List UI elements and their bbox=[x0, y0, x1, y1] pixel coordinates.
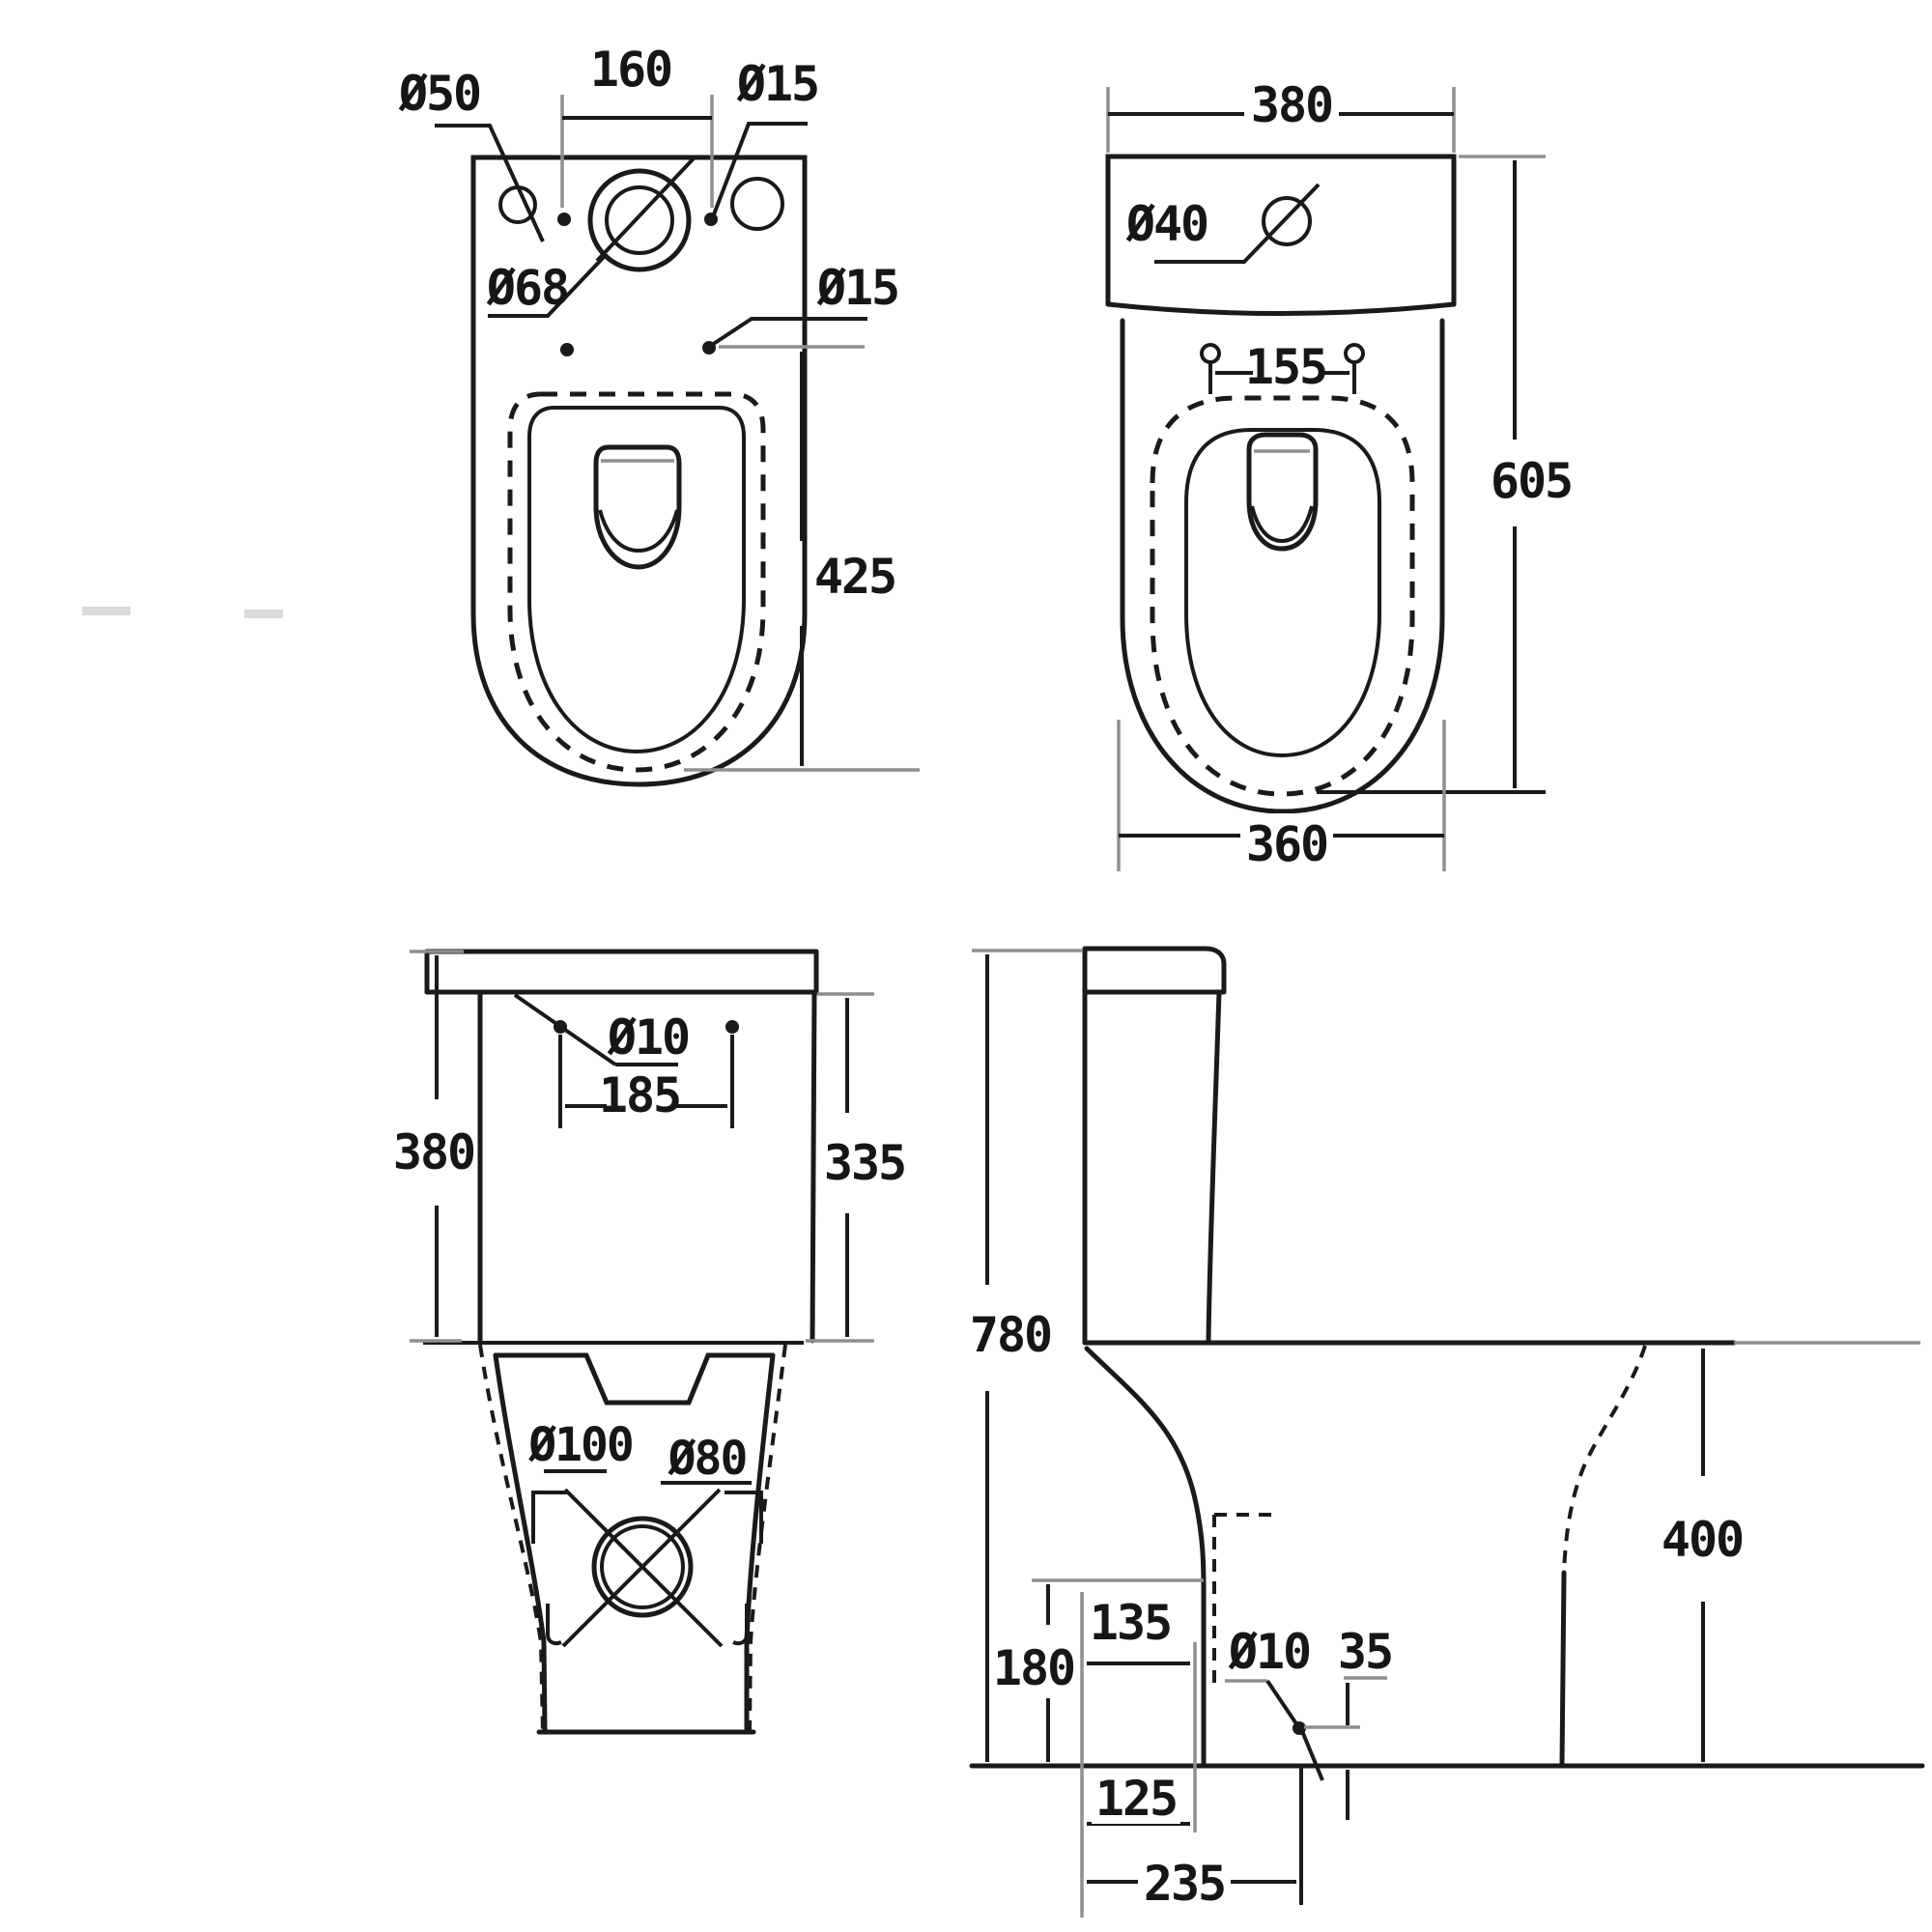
leader-d40 bbox=[1154, 183, 1321, 264]
hinge-post-left bbox=[1200, 343, 1221, 364]
bowl-front-profile-dashed bbox=[1562, 1345, 1647, 1574]
side-view: 780 400 135 180 Ø10 35 125 235 bbox=[969, 946, 1925, 1918]
hinge-hole-left bbox=[560, 343, 574, 356]
tank-front bbox=[1206, 989, 1222, 1346]
hinge-post-right bbox=[1344, 343, 1365, 364]
dim-label-380h: 380 bbox=[393, 1124, 474, 1180]
pedestal-dashed-right bbox=[748, 1344, 787, 1733]
fixing-hole-left bbox=[554, 1020, 567, 1034]
dim-label-155: 155 bbox=[1245, 339, 1326, 395]
dim-label-380: 380 bbox=[1251, 77, 1332, 133]
leader-d50 bbox=[435, 124, 545, 242]
dim-label-d50: Ø50 bbox=[398, 66, 480, 122]
front-view: 380 Ø40 155 605 360 bbox=[1105, 77, 1574, 872]
pedestal-left bbox=[493, 1352, 548, 1732]
dim-label-425: 425 bbox=[814, 549, 895, 605]
water-area-outline bbox=[593, 444, 682, 570]
leader-d15-top bbox=[712, 122, 808, 215]
cistern-bottom-curve bbox=[1105, 301, 1457, 316]
water-area-outline bbox=[1246, 432, 1319, 552]
dim-label-d100: Ø100 bbox=[527, 1418, 633, 1472]
seat-outline-dashed bbox=[1150, 395, 1415, 797]
dim-label-400: 400 bbox=[1662, 1512, 1743, 1568]
seat-inner-rim bbox=[527, 406, 746, 754]
dim-label-d15-side: Ø15 bbox=[816, 260, 898, 316]
water-area-inner-arc bbox=[1250, 505, 1314, 544]
leader-d15-side bbox=[710, 317, 867, 347]
dim-label-185: 185 bbox=[599, 1067, 680, 1123]
dim-label-780: 780 bbox=[970, 1307, 1051, 1363]
hole-40 bbox=[1262, 196, 1312, 246]
dim-label-180: 180 bbox=[993, 1640, 1074, 1696]
dim-label-d80: Ø80 bbox=[668, 1432, 747, 1486]
pedestal-top-notch bbox=[493, 1352, 776, 1406]
dim-label-125: 125 bbox=[1095, 1771, 1177, 1827]
cistern-outline bbox=[1105, 154, 1457, 307]
bowl-body-outline bbox=[1120, 318, 1445, 814]
tank-right bbox=[810, 989, 817, 1344]
outlet-inner bbox=[600, 1524, 685, 1609]
hole-68-inner bbox=[605, 185, 674, 255]
slash-d68 bbox=[595, 156, 696, 263]
leader-d10 bbox=[1265, 1679, 1299, 1727]
seat-outline-dashed bbox=[507, 391, 766, 773]
seat-fixing-hole-left bbox=[557, 213, 571, 226]
dim-label-d10: Ø10 bbox=[1228, 1624, 1310, 1680]
leader-d68 bbox=[488, 254, 607, 318]
bowl-inner-rim bbox=[1184, 428, 1381, 758]
dim-label-135: 135 bbox=[1090, 1595, 1171, 1651]
plan-view: Ø50 160 Ø15 Ø68 Ø15 425 bbox=[82, 42, 920, 787]
dim-label-d40: Ø40 bbox=[1125, 196, 1208, 252]
pedestal-rear-profile bbox=[1084, 1346, 1207, 1767]
water-area-inner-arc bbox=[598, 509, 679, 554]
seat-fixing-hole-right bbox=[704, 213, 718, 226]
fixing-hole-right bbox=[725, 1020, 739, 1034]
hole-overflow bbox=[730, 177, 784, 231]
outlet-cross-2 bbox=[561, 1488, 722, 1648]
lid-profile bbox=[1082, 946, 1227, 995]
dim-label-35: 35 bbox=[1338, 1624, 1392, 1680]
dim-label-360: 360 bbox=[1246, 816, 1327, 872]
rear-view: 380 Ø10 185 335 Ø100 Ø80 bbox=[393, 949, 907, 1735]
outlet-outer bbox=[591, 1516, 694, 1618]
pedestal-dashed-left bbox=[478, 1344, 545, 1733]
dim-label-d68: Ø68 bbox=[486, 260, 568, 316]
leader-d10-tail bbox=[1300, 1730, 1324, 1781]
dim-label-d10: Ø10 bbox=[607, 1009, 689, 1065]
dim-label-d15-top: Ø15 bbox=[736, 56, 818, 112]
bowl-front-profile bbox=[1559, 1570, 1567, 1767]
dim-label-605: 605 bbox=[1491, 453, 1572, 509]
dim-label-235: 235 bbox=[1144, 1856, 1225, 1912]
hook-right bbox=[732, 1604, 749, 1646]
hook-left bbox=[546, 1604, 562, 1646]
dim-label-160: 160 bbox=[590, 42, 671, 98]
scan-smudge bbox=[244, 610, 283, 618]
pan-outline bbox=[470, 155, 808, 787]
dim-label-335: 335 bbox=[824, 1135, 905, 1191]
hole-68-outer bbox=[587, 168, 692, 272]
bracket-right bbox=[724, 1491, 763, 1544]
scan-smudge bbox=[82, 607, 130, 615]
bracket-left bbox=[531, 1491, 568, 1544]
